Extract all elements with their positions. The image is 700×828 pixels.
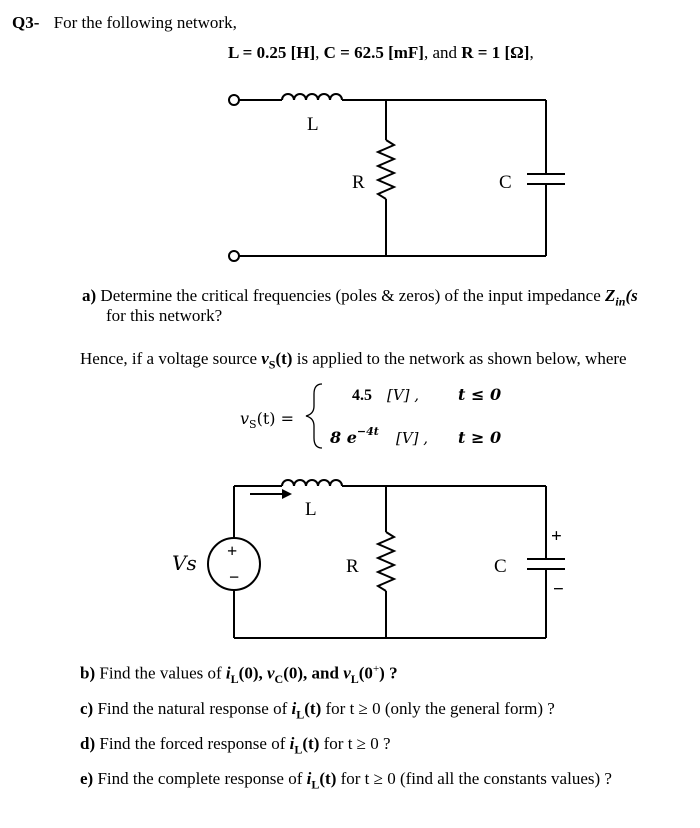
param-l: L = 0.25 [H]	[228, 43, 316, 62]
cap-minus: −	[553, 579, 564, 600]
label-r-1: R	[352, 172, 365, 193]
source-plus: +	[227, 541, 237, 561]
svg-text:[V] ,: [V] ,	[396, 429, 428, 447]
label-c-1: C	[499, 172, 512, 193]
part-d: d) Find the forced response of iL(t) for…	[80, 734, 391, 757]
label-vs: Vs	[172, 551, 197, 575]
part-a-label: a)	[82, 286, 97, 305]
svg-text:t ≤ 0: t ≤ 0	[458, 385, 501, 404]
label-c-2: C	[494, 556, 507, 577]
svg-text:[V] ,: [V] ,	[387, 386, 419, 404]
source-equation: vS(t) = 4.5 [V] , t ≤ 0 8 e−4t [V] , t ≥…	[240, 383, 501, 449]
part-c: c) Find the natural response of iL(t) fo…	[80, 699, 555, 722]
param-c: C = 62.5 [mF]	[323, 43, 424, 62]
brace	[305, 383, 323, 449]
hence-line: Hence, if a voltage source vS(t) is appl…	[80, 349, 627, 372]
part-a-line2: for this network?	[106, 306, 223, 325]
svg-text:t ≥ 0: t ≥ 0	[458, 428, 501, 447]
svg-text:4.5: 4.5	[352, 387, 372, 404]
part-b: b) Find the values of iL(0), vC(0), and …	[80, 663, 398, 687]
svg-text:vS(t) =: vS(t) =	[240, 409, 294, 431]
parameter-line: L = 0.25 [H], C = 62.5 [mF], and R = 1 […	[228, 43, 534, 62]
part-a-text: Determine the critical frequencies (pole…	[100, 286, 601, 305]
circuit-diagram-2: L R C Vs + − + −	[172, 479, 565, 639]
question-intro: For the following network,	[53, 13, 237, 32]
inductor-l-2	[281, 479, 343, 487]
resistor-r-2	[375, 531, 397, 592]
part-a: a) Determine the critical frequencies (p…	[82, 286, 638, 309]
svg-text:8 e−4t: 8 e−4t	[329, 425, 379, 447]
label-r-2: R	[346, 556, 359, 577]
cap-plus: +	[551, 526, 562, 547]
terminal-top	[228, 94, 240, 106]
circuit-diagram-1: L R C	[228, 93, 565, 262]
source-minus: −	[229, 567, 239, 587]
param-and: , and	[423, 43, 458, 62]
label-l-2: L	[305, 499, 317, 520]
terminal-bottom	[228, 250, 240, 262]
label-l-1: L	[307, 114, 319, 135]
part-a-symbol: Z	[605, 286, 616, 305]
param-r: R = 1 [Ω]	[461, 43, 530, 62]
question-number: Q3-	[12, 13, 40, 32]
current-arrow-head	[282, 489, 292, 499]
inductor-l-1	[281, 93, 343, 101]
question-header: Q3- For the following network,	[12, 13, 237, 33]
part-e: e) Find the complete response of iL(t) f…	[80, 769, 612, 792]
resistor-r-1	[375, 139, 397, 200]
